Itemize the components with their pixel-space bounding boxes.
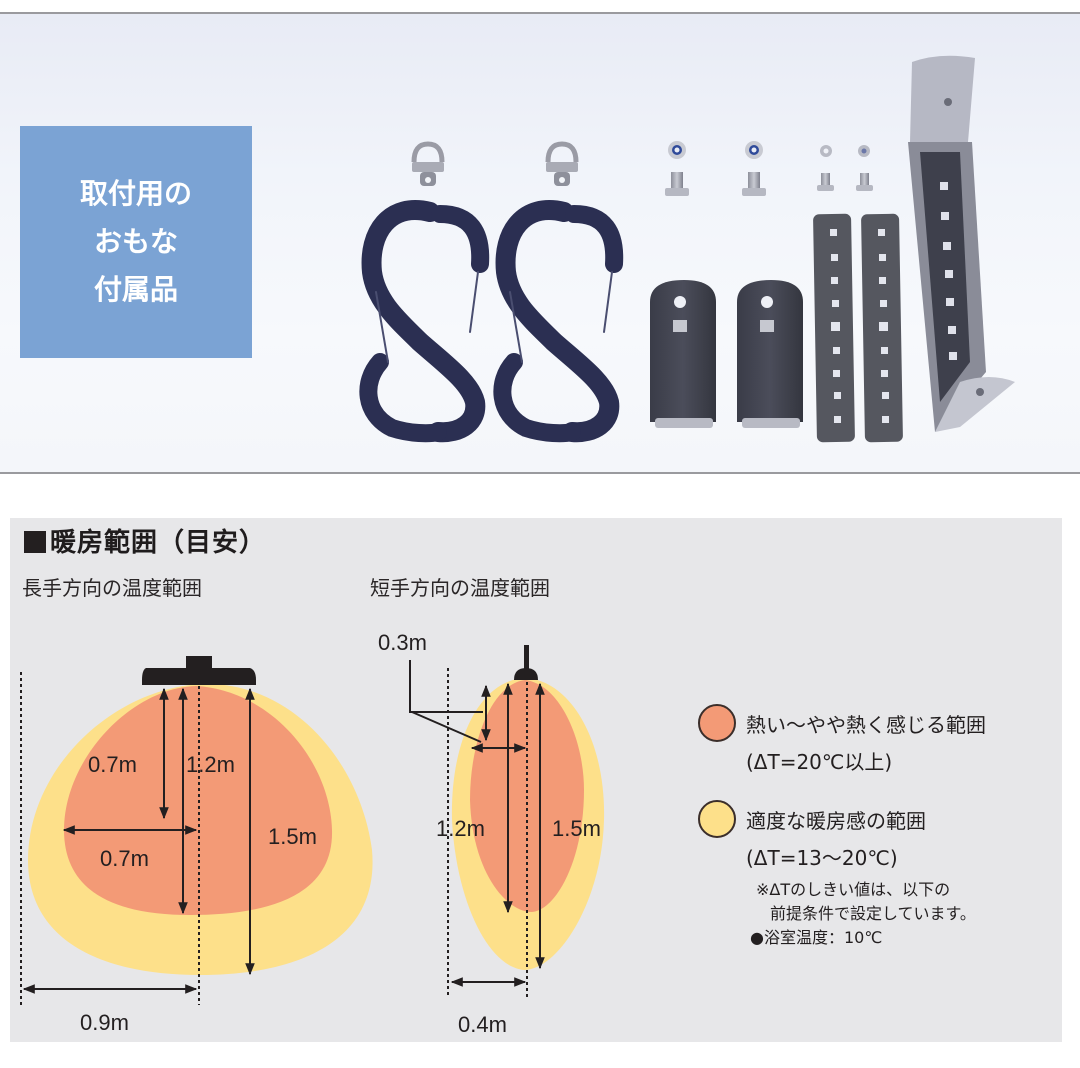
caption-line-1: 取付用の [79, 177, 192, 210]
mounting-plate-1 [650, 280, 716, 428]
label-long-warm-half-width: 0.9m [80, 1010, 129, 1035]
note-line-3: ●浴室温度：10℃ [750, 928, 883, 947]
short-direction-diagram: 0.3m 1.2m 1.5m 0.4m [378, 630, 605, 1037]
label-short-warm-half-width: 0.4m [458, 1012, 507, 1037]
long-direction-title: 長手方向の温度範囲 [22, 576, 202, 600]
heating-range-panel: 暖房範囲（目安） 長手方向の温度範囲 短手方向の温度範囲 [10, 518, 1062, 1042]
accessories-photo-panel: 取付用の おもな 付属品 [0, 12, 1080, 474]
legend-hot-condition: (ΔT=20℃以上) [746, 750, 893, 774]
d-ring-hook-left [411, 141, 445, 186]
label-short-warm-depth: 1.5m [552, 816, 601, 841]
mounting-plate-2 [737, 280, 803, 428]
label-short-hot-offset: 0.3m [378, 630, 427, 655]
washers [668, 141, 870, 159]
long-direction-diagram: 0.7m 1.2m 0.7m 1.5m 0.9m [20, 656, 373, 1035]
label-long-mid-depth: 1.2m [186, 752, 235, 777]
legend: 熱い〜やや熱く感じる範囲 (ΔT=20℃以上) 適度な暖房感の範囲 (ΔT=13… [698, 704, 1058, 950]
square-bullet-icon [24, 531, 46, 553]
perforated-strap-1 [813, 213, 855, 443]
accessories-photo [359, 55, 1015, 443]
caption-line-3: 付属品 [93, 273, 178, 306]
s-carabiner-left [359, 200, 490, 443]
bolts [665, 172, 873, 196]
note-line-2: 前提条件で設定しています。 [770, 904, 976, 923]
angled-wall-bracket [908, 55, 1015, 432]
accessories-caption: 取付用の おもな 付属品 [20, 126, 252, 358]
s-carabiner-right [493, 200, 624, 443]
legend-item-warm: 適度な暖房感の範囲 [698, 800, 1058, 838]
heater-short-icon [514, 645, 538, 680]
label-long-warm-depth: 1.5m [268, 824, 317, 849]
legend-warm-condition: (ΔT=13〜20℃) [746, 846, 898, 870]
short-direction-title: 短手方向の温度範囲 [370, 576, 550, 600]
label-short-hot-depth: 1.2m [436, 816, 485, 841]
heating-range-title: 暖房範囲（目安） [24, 522, 266, 559]
label-long-hot-width: 0.7m [100, 846, 149, 871]
caption-line-2: おもな [93, 225, 178, 258]
hot-zone-swatch-icon [698, 704, 736, 742]
warm-zone-swatch-icon [698, 800, 736, 838]
note-line-1: ※ΔTのしきい値は、以下の [756, 880, 951, 899]
d-ring-hook-right [545, 141, 579, 186]
heating-range-diagram: 0.7m 1.2m 0.7m 1.5m 0.9m [20, 630, 605, 1037]
label-long-hot-depth: 0.7m [88, 752, 137, 777]
heater-long-icon [142, 656, 256, 685]
legend-item-hot: 熱い〜やや熱く感じる範囲 [698, 704, 1058, 742]
perforated-strap-2 [861, 213, 903, 443]
